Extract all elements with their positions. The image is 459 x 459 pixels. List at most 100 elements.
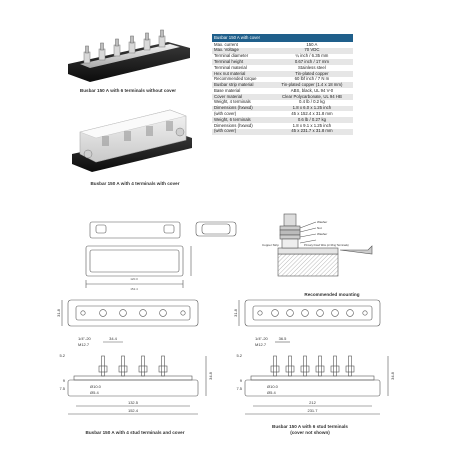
hole <box>80 310 86 316</box>
hex-nut <box>138 365 148 373</box>
spec-value: ABS, black, UL 94 V-0 <box>290 87 334 93</box>
base-outline <box>67 379 199 397</box>
hole <box>286 309 294 317</box>
spec-label: (with cover) <box>214 110 237 116</box>
caption-photo-with-cover: Busbar 150 A with 4 terminals with cover <box>90 181 180 186</box>
svg-text:120.0: 120.0 <box>130 277 138 281</box>
caption-photo-without-cover: Busbar 150 A with 6 terminals without co… <box>79 88 177 93</box>
spec-value: 1.8 x 9.1 x 1.25 inch <box>292 122 332 128</box>
dim-pitch: 36.5 <box>279 336 288 341</box>
spec-label: Terminal height <box>212 59 271 66</box>
hex-nut <box>98 365 108 373</box>
spec-label: Dimensions (hxwxd) <box>214 122 253 128</box>
hole <box>346 309 354 317</box>
svg-text:152.4: 152.4 <box>130 287 138 291</box>
hex-nut <box>330 365 340 373</box>
spec-value: Tin-plated copper <box>270 71 353 77</box>
dim-total-length: 231.7 <box>307 408 318 413</box>
caption-mounting: Recommended mounting <box>304 292 360 297</box>
spec-value: 0.67 inch / 17 mm <box>270 59 353 66</box>
spec-row: Dimensions (hxwxd) 1.8 x 9.1 x 1.25 inch <box>212 123 353 129</box>
spec-label: Recommended torque <box>214 76 257 82</box>
caption-drawing-6-terminal-line1: Busbar 150 A with 6 stud terminals <box>272 424 348 429</box>
hole <box>99 309 107 317</box>
spec-label: Cover material <box>212 94 271 100</box>
spec-label: Busbar strip material <box>212 82 271 89</box>
photo-busbar-without-cover <box>68 29 190 82</box>
dim-hole-diameter-1: Ø10.0 <box>267 384 279 389</box>
spec-row: Terminal diameter ¼ inch / 6.35 mm <box>212 53 353 60</box>
dim-pitch: 34.4 <box>109 336 118 341</box>
hex-nut <box>285 365 295 373</box>
spec-label: Hex nut material <box>212 71 271 77</box>
photo-busbar-with-cover <box>72 109 192 172</box>
dim-height: 34.8 <box>208 371 213 380</box>
spec-value: 150 A <box>306 41 318 47</box>
hole <box>159 309 167 317</box>
hex-nut <box>158 365 168 373</box>
dim-base-height-2: 7.5 <box>236 386 242 391</box>
hole <box>301 309 309 317</box>
dim-height: 34.8 <box>390 371 395 380</box>
spec-table-header: Busbar 150 A with cover <box>212 34 353 42</box>
spec-row: (with cover) 45 x 152.4 x 31.8 mm <box>212 111 353 117</box>
dim-inner-length: 132.5 <box>128 400 139 405</box>
spec-label: Terminal diameter <box>214 53 249 59</box>
dim-thread: 1/4"-20 <box>78 336 92 341</box>
spec-value: 0.4 lb / 0.2 kg <box>299 99 325 105</box>
drawing-top-views: 120.0 152.4 <box>85 221 237 291</box>
dim-depth: 31.8 <box>56 308 61 317</box>
dim-base-height-1: 9 <box>63 378 66 383</box>
spec-label: Max. Voltage <box>212 48 271 54</box>
spec-value: Stainless steel <box>298 64 326 70</box>
mounting-label-nut: Nut <box>317 226 322 230</box>
dim-left-offset: 5.2 <box>59 353 65 358</box>
spec-row: Weight, 4 terminals 0.4 lb / 0.2 kg <box>212 100 353 106</box>
hex-nut <box>315 365 325 373</box>
spec-value: 1.8 x 6.0 x 1.25 inch <box>270 105 353 112</box>
mounting-label-copper-strip: Copper Strip <box>262 243 279 247</box>
spec-value: 45 x 152.4 x 31.8 mm <box>291 110 333 116</box>
spec-label: Weight, 4 terminals <box>214 99 251 105</box>
spec-label: Terminal material <box>214 64 247 70</box>
hole <box>257 310 263 316</box>
hex-nut <box>118 365 128 373</box>
hole <box>119 309 127 317</box>
dim-nut: M12.7 <box>255 342 267 347</box>
hole <box>316 309 324 317</box>
mounting-label-terminal: Primary Fixed Wire (or Ring Terminals) <box>304 243 349 247</box>
spec-value: Clear Polycarbonate, UL 94 HB <box>270 94 353 100</box>
spec-value: ¼ inch / 6.35 mm <box>295 53 329 59</box>
caption-drawing-4-terminal: Busbar 150 A with 4 stud terminals and c… <box>85 430 185 435</box>
dim-hole-diameter-1: Ø10.0 <box>90 384 102 389</box>
dim-nut: M12.7 <box>78 342 90 347</box>
dim-hole-diameter-2: Ø5.4 <box>267 390 276 395</box>
hole <box>180 310 186 316</box>
spec-value: 45 x 231.7 x 31.8 mm <box>270 129 353 135</box>
hole <box>271 309 279 317</box>
drawing-recommended-mounting: Washer Nut Washer Copper Strip Primary F… <box>262 213 373 277</box>
hole <box>331 309 339 317</box>
hex-nut <box>345 365 355 373</box>
mounting-label-washer2: Washer <box>317 232 327 236</box>
spec-label: (with cover) <box>212 129 271 135</box>
mounting-label-washer1: Washer <box>317 220 327 224</box>
spec-row: (with cover)45 x 231.7 x 31.8 mm <box>212 129 353 135</box>
spec-value: 70 VDC <box>270 48 353 54</box>
hole <box>139 309 147 317</box>
dim-base-height-1: 9 <box>240 378 243 383</box>
hex-nut <box>270 365 280 373</box>
dim-total-length: 152.4 <box>128 408 139 413</box>
dim-hole-diameter-2: Ø5.4 <box>90 390 99 395</box>
dim-thread: 1/4"-20 <box>255 336 269 341</box>
